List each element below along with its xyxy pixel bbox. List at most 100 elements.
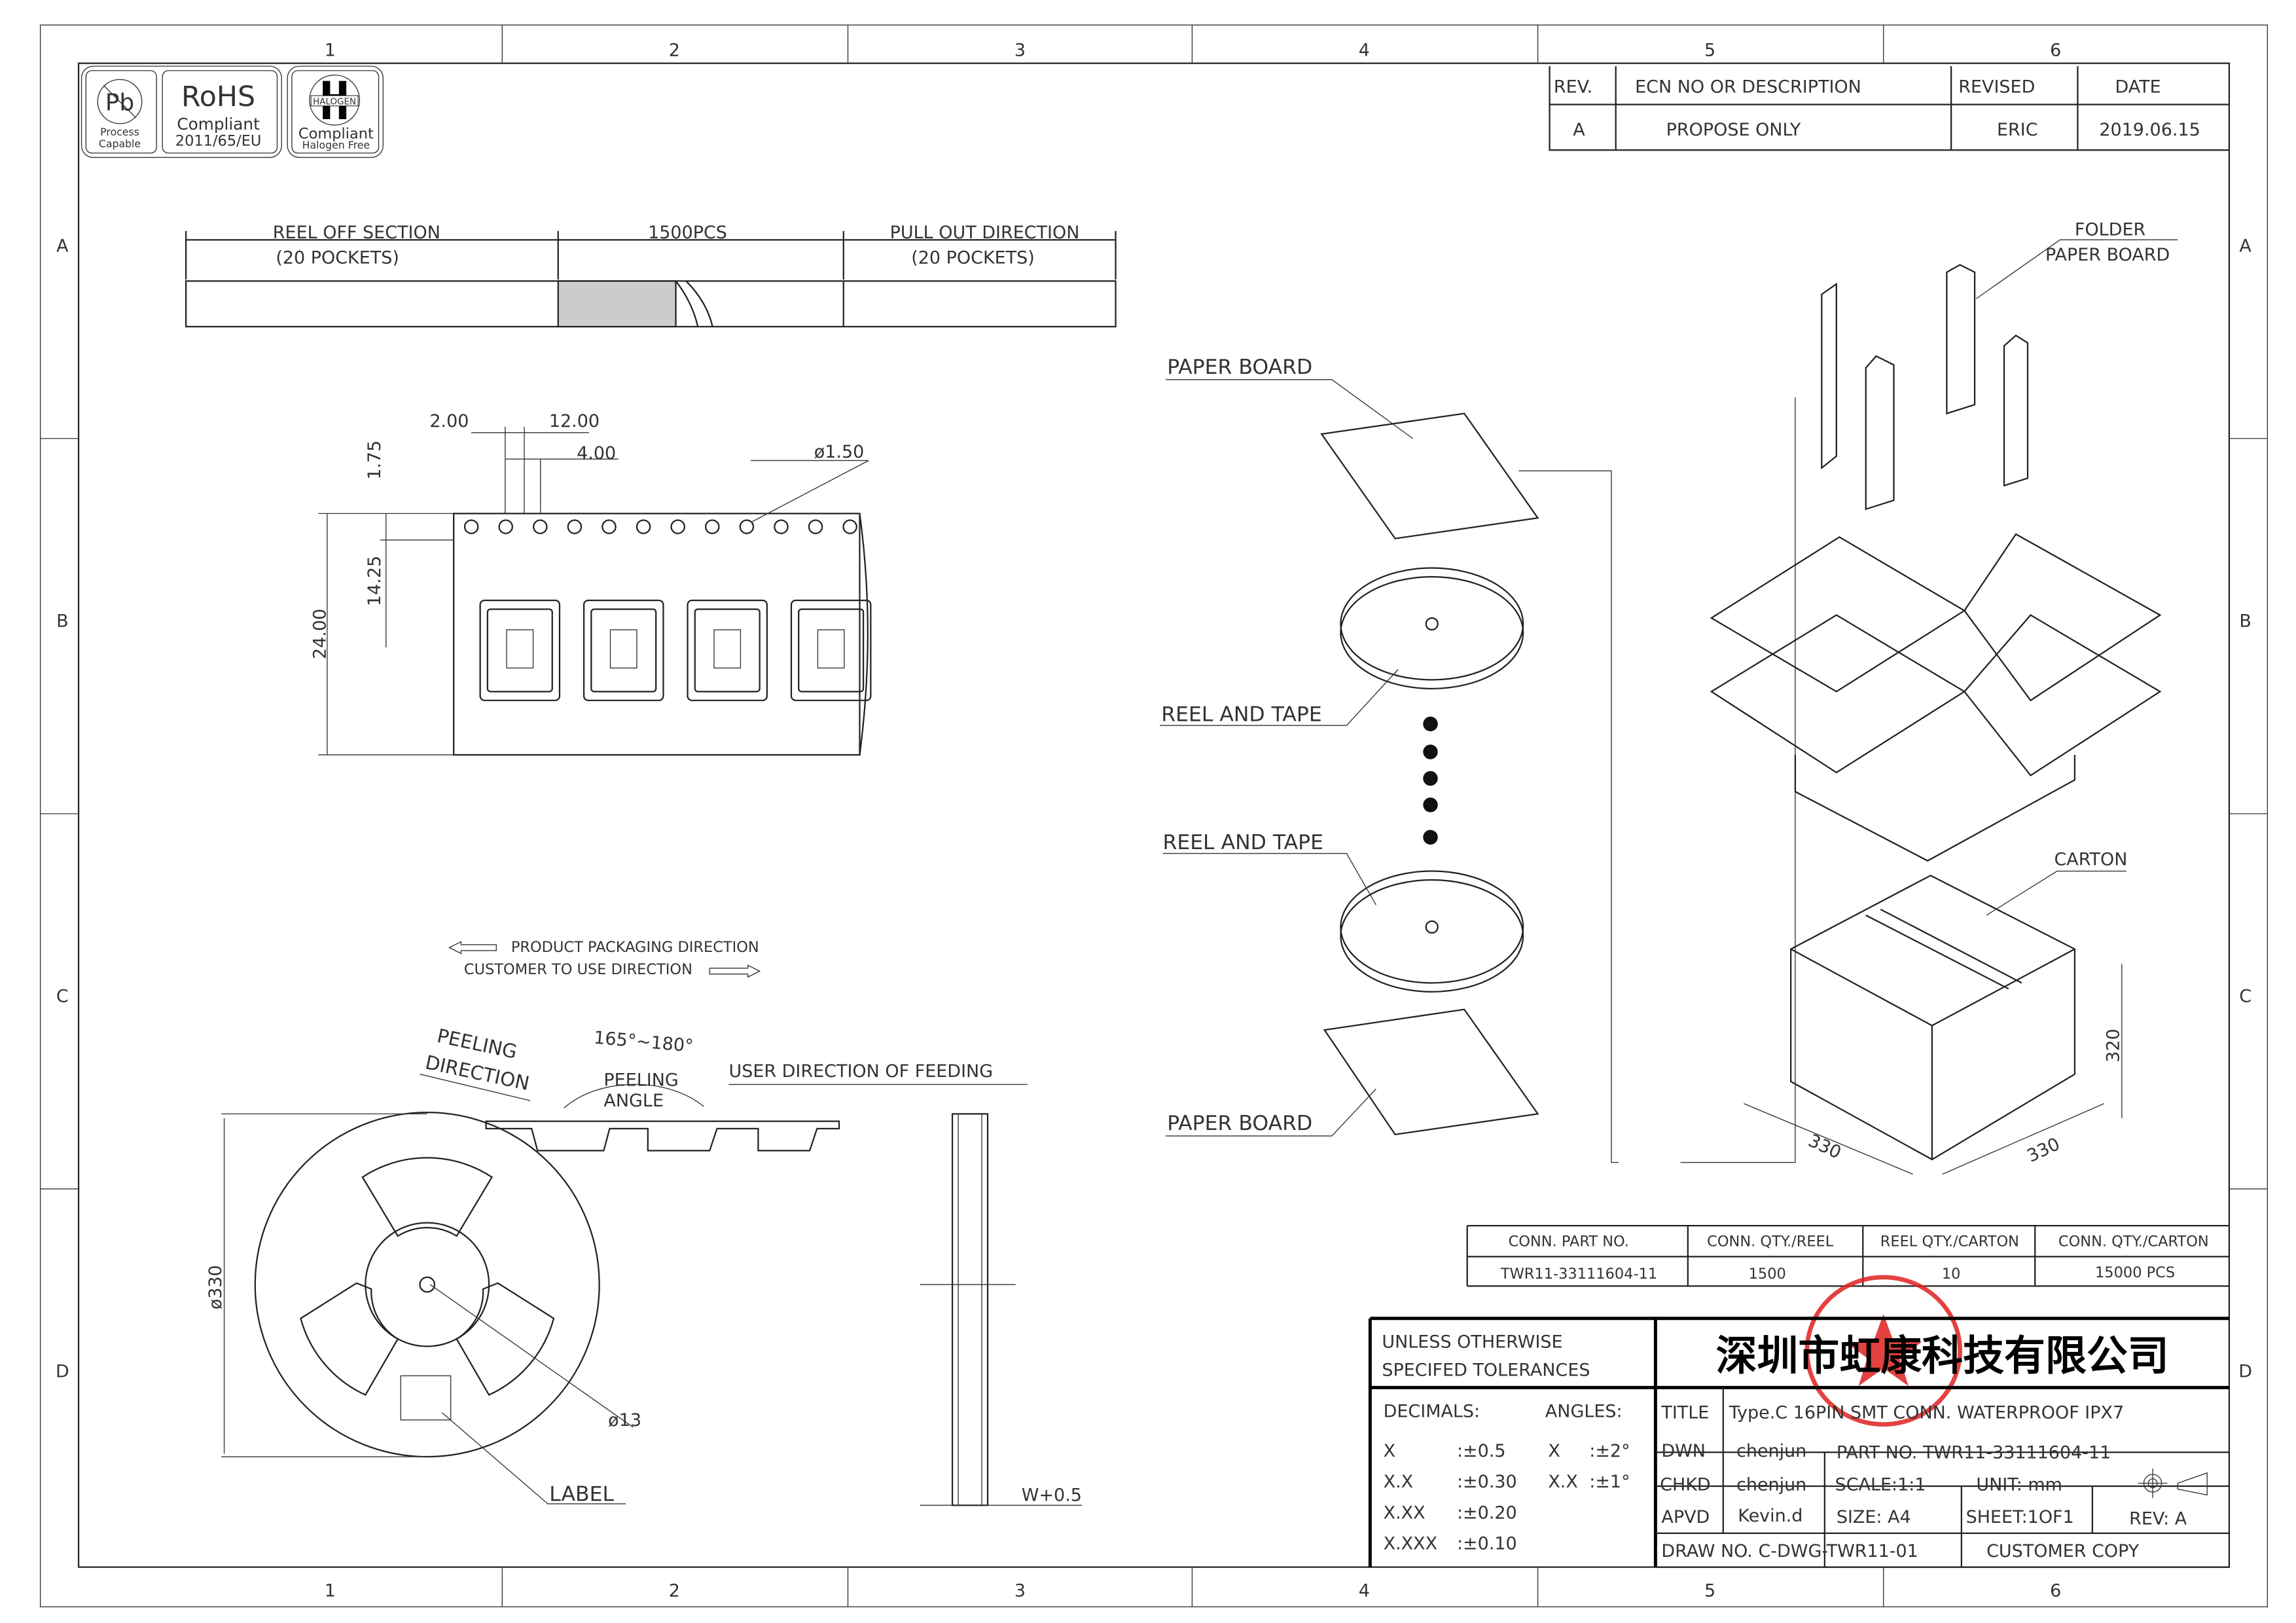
svg-text:UNLESS OTHERWISE: UNLESS OTHERWISE <box>1382 1332 1562 1353</box>
svg-text:ERIC: ERIC <box>1997 120 2038 140</box>
svg-text:W+0.5: W+0.5 <box>1022 1485 1082 1505</box>
direction-legend: PRODUCT PACKAGING DIRECTION CUSTOMER TO … <box>448 939 761 978</box>
svg-text:2: 2 <box>669 40 680 60</box>
svg-text:2011/65/EU: 2011/65/EU <box>175 133 262 150</box>
tape-pocket <box>687 599 768 701</box>
svg-text:330: 330 <box>1805 1131 1844 1163</box>
svg-text:165°~180°: 165°~180° <box>593 1028 694 1057</box>
svg-text:3: 3 <box>1014 40 1026 60</box>
sprocket-hole <box>533 519 548 534</box>
svg-text:2.00: 2.00 <box>429 411 469 431</box>
svg-text:2: 2 <box>669 1581 680 1601</box>
company-name: 深圳市虹康科技有限公司 <box>1716 1331 2169 1379</box>
svg-text:6: 6 <box>2050 1581 2061 1601</box>
company-seal-stamp <box>1804 1275 1962 1427</box>
tolerance-value: :±1° <box>1589 1472 1630 1492</box>
compliance-badges: Pb Process Capable RoHS Compliant 2011/6… <box>81 65 384 158</box>
svg-text:10: 10 <box>1942 1266 1961 1283</box>
svg-text:REV: A: REV: A <box>2129 1508 2187 1529</box>
svg-text:(20 POCKETS): (20 POCKETS) <box>911 247 1035 268</box>
svg-text:D: D <box>56 1362 69 1382</box>
sprocket-hole <box>636 519 651 534</box>
svg-text:Compliant: Compliant <box>177 115 260 134</box>
svg-text:HALOGEN: HALOGEN <box>313 97 356 107</box>
svg-text:1: 1 <box>325 40 336 60</box>
tolerance-value: X <box>1548 1441 1560 1461</box>
svg-text:6: 6 <box>2050 40 2061 60</box>
svg-text:15000 PCS: 15000 PCS <box>2095 1264 2175 1281</box>
svg-text:D: D <box>2238 1362 2252 1382</box>
svg-text:B: B <box>56 611 69 631</box>
svg-text:5: 5 <box>1704 40 1715 60</box>
svg-text:(20 POCKETS): (20 POCKETS) <box>276 247 399 268</box>
svg-text:DWN: DWN <box>1661 1441 1706 1461</box>
tolerance-value: :±0.20 <box>1457 1503 1517 1523</box>
svg-text:ANGLES:: ANGLES: <box>1545 1401 1623 1421</box>
svg-text:12.00: 12.00 <box>549 411 600 431</box>
svg-text:ECN NO OR DESCRIPTION: ECN NO OR DESCRIPTION <box>1635 77 1861 98</box>
sprocket-hole <box>705 519 720 534</box>
svg-text:4: 4 <box>1359 1581 1370 1601</box>
tolerance-value: :±0.5 <box>1457 1441 1506 1461</box>
svg-text:PEELING: PEELING <box>603 1070 678 1091</box>
svg-text:A: A <box>56 236 69 256</box>
tape-section-diagram: REEL OFF SECTION(20 POCKETS) 1500PCS PUL… <box>185 223 1117 328</box>
svg-text:PROPOSE ONLY: PROPOSE ONLY <box>1666 120 1801 140</box>
svg-text:DECIMALS:: DECIMALS: <box>1384 1401 1480 1421</box>
svg-text:SHEET:1OF1: SHEET:1OF1 <box>1966 1507 2074 1527</box>
svg-text:SCALE:1:1: SCALE:1:1 <box>1835 1475 1926 1495</box>
svg-text:1.75: 1.75 <box>365 441 385 480</box>
reel-front-view: ø330 ø13 LABEL PEELING DIRECTION 165°~18… <box>206 1025 1028 1506</box>
svg-text:PRODUCT PACKAGING DIRECTION: PRODUCT PACKAGING DIRECTION <box>511 939 759 956</box>
svg-text:3: 3 <box>1014 1581 1026 1601</box>
tape-pocket <box>583 599 664 701</box>
inner-frame <box>77 62 2231 1568</box>
sprocket-hole <box>601 519 617 534</box>
svg-text:24.00: 24.00 <box>310 609 331 659</box>
svg-text:APVD: APVD <box>1661 1507 1710 1527</box>
svg-text:Pb: Pb <box>105 90 135 117</box>
svg-text:A: A <box>2239 236 2251 256</box>
svg-text:4: 4 <box>1359 40 1370 60</box>
tolerance-value: :±2° <box>1589 1441 1630 1461</box>
no-lead-icon <box>97 79 143 124</box>
sprocket-hole <box>739 519 755 534</box>
sprocket-hole <box>463 519 479 534</box>
tolerance-value: X.XX <box>1384 1503 1426 1523</box>
tape-pocket <box>479 599 561 701</box>
svg-text:FOLDER: FOLDER <box>2075 220 2145 240</box>
svg-text:C: C <box>56 987 69 1007</box>
svg-text:TWR11-33111604-11: TWR11-33111604-11 <box>1500 1266 1657 1283</box>
tolerance-value: X <box>1384 1441 1395 1461</box>
packing-diagram: PAPER BOARD REEL AND TAPE REEL AND TAPE … <box>1159 220 2178 1175</box>
svg-text:UNIT: mm: UNIT: mm <box>1976 1475 2062 1495</box>
svg-text:REV.: REV. <box>1554 77 1592 98</box>
svg-text:320: 320 <box>2103 1029 2123 1062</box>
svg-text:CUSTOMER COPY: CUSTOMER COPY <box>1986 1541 2140 1561</box>
sprocket-hole <box>774 519 789 534</box>
tolerance-value: :±0.10 <box>1457 1534 1517 1554</box>
svg-text:REEL AND TAPE: REEL AND TAPE <box>1161 702 1322 726</box>
svg-text:CUSTOMER TO USE DIRECTION: CUSTOMER TO USE DIRECTION <box>464 961 692 978</box>
sprocket-hole <box>842 519 857 534</box>
svg-text:RoHS: RoHS <box>181 81 255 113</box>
svg-text:REEL QTY./CARTON: REEL QTY./CARTON <box>1880 1233 2019 1250</box>
svg-text:CHKD: CHKD <box>1660 1475 1711 1495</box>
svg-text:PAPER BOARD: PAPER BOARD <box>1167 1112 1312 1135</box>
zone-dividers <box>40 25 2268 1607</box>
svg-text:ø330: ø330 <box>206 1265 226 1309</box>
svg-text:REEL OFF SECTION: REEL OFF SECTION <box>273 223 440 243</box>
svg-text:LABEL: LABEL <box>549 1482 614 1506</box>
svg-text:PAPER BOARD: PAPER BOARD <box>1167 356 1312 379</box>
sprocket-hole <box>567 519 583 534</box>
svg-text:5: 5 <box>1704 1581 1715 1601</box>
svg-text:CONN. QTY./REEL: CONN. QTY./REEL <box>1707 1233 1834 1250</box>
tolerance-value: :±0.30 <box>1457 1472 1517 1492</box>
svg-text:ø1.50: ø1.50 <box>814 442 865 462</box>
title-block: UNLESS OTHERWISE SPECIFED TOLERANCES 深圳市… <box>1368 1317 2229 1568</box>
svg-text:CARTON: CARTON <box>2054 850 2127 870</box>
